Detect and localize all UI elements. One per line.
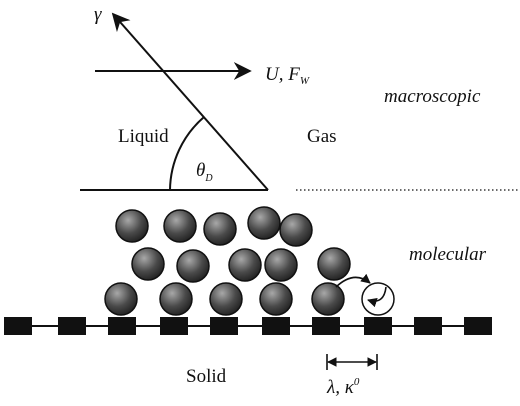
molecule (264, 248, 298, 282)
molecule (131, 247, 165, 281)
lattice-site (414, 317, 442, 335)
molecule (115, 209, 149, 243)
molecule (159, 282, 193, 316)
solid-lattice (4, 317, 492, 335)
molecule (317, 247, 351, 281)
solid-label: Solid (186, 366, 227, 387)
lattice-site (210, 317, 238, 335)
molecule (104, 282, 138, 316)
hop-arrow-forward (335, 273, 371, 288)
surface-tension-arrow (111, 12, 269, 191)
lattice-site (58, 317, 86, 335)
lambda-kappa-label: λ, κ0 (326, 376, 360, 398)
molecule (228, 248, 262, 282)
lattice-site (160, 317, 188, 335)
hop-arrow-backward (367, 286, 387, 308)
velocity-force-label: U, FW (265, 64, 310, 87)
lattice-site (262, 317, 290, 335)
lattice-site (464, 317, 492, 335)
theta-label: θD (196, 160, 213, 184)
gamma-label: γ (94, 4, 102, 25)
gas-label: Gas (307, 126, 337, 147)
molecule (209, 282, 243, 316)
molecular-label: molecular (409, 244, 487, 265)
lattice-site (108, 317, 136, 335)
lattice-site (312, 317, 340, 335)
molecule (176, 249, 210, 283)
empty-adsorption-site (361, 282, 395, 316)
molecule (247, 206, 281, 240)
lattice-site (4, 317, 32, 335)
molecule (259, 282, 293, 316)
liquid-label: Liquid (118, 126, 169, 147)
molecule (279, 213, 313, 247)
molecule (311, 282, 345, 316)
molecule (163, 209, 197, 243)
lattice-site (364, 317, 392, 335)
macroscopic-label: macroscopic (384, 86, 481, 107)
contact-angle-arc (169, 116, 205, 191)
molecule (203, 212, 237, 246)
